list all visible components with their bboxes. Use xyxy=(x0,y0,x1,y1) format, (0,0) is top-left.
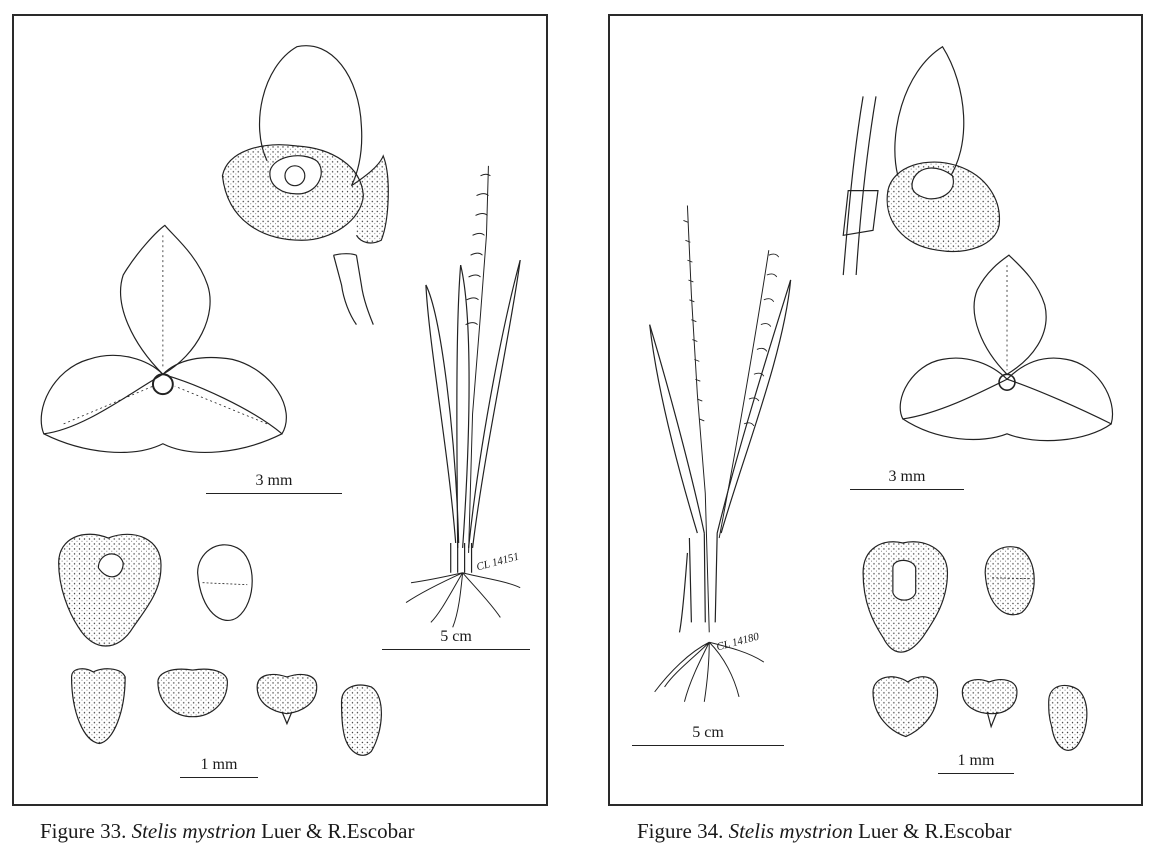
species-authority: Luer & R.Escobar xyxy=(261,819,415,843)
figure-33-illustration xyxy=(40,45,521,756)
scale-bar-1mm: 1 mm xyxy=(938,752,1014,774)
scale-label: 5 cm xyxy=(440,628,472,645)
whole-plant xyxy=(649,205,792,702)
scale-label: 1 mm xyxy=(200,756,238,773)
scale-label: 1 mm xyxy=(957,752,995,769)
scale-line xyxy=(180,777,258,778)
scale-line xyxy=(206,493,342,494)
figure-33-caption: Figure 33. Stelis mystrion Luer & R.Esco… xyxy=(40,818,530,844)
column-lip-detail xyxy=(58,533,253,647)
species-name: Stelis mystrion xyxy=(728,819,853,843)
figure-34-caption: Figure 34. Stelis mystrion Luer & R.Esco… xyxy=(637,818,1127,844)
scale-bar-5cm: 5 cm xyxy=(632,724,784,746)
scale-line xyxy=(850,489,964,490)
figure-label: Figure 34. xyxy=(637,819,724,843)
figure-label: Figure 33. xyxy=(40,819,127,843)
species-name: Stelis mystrion xyxy=(131,819,256,843)
flower-side-view xyxy=(221,45,389,325)
figure-34-illustration xyxy=(649,45,1114,751)
figure-33-plate: 3 mm 5 cm 1 mm CL 14151 xyxy=(12,14,548,806)
figure-34-plate: 3 mm 5 cm 1 mm CL 14180 xyxy=(608,14,1143,806)
sepals-spread xyxy=(40,224,287,453)
column-lip-detail xyxy=(862,541,1035,653)
scale-label: 5 cm xyxy=(692,724,724,741)
lip-views xyxy=(872,676,1088,751)
scale-line xyxy=(938,773,1014,774)
scale-line xyxy=(632,745,784,746)
scale-bar-5cm: 5 cm xyxy=(382,628,530,650)
species-authority: Luer & R.Escobar xyxy=(858,819,1012,843)
sepals-spread xyxy=(899,254,1114,442)
scale-label: 3 mm xyxy=(255,472,293,489)
scale-line xyxy=(382,649,530,650)
lip-views xyxy=(70,668,382,756)
whole-plant xyxy=(405,165,521,628)
flower-on-stem xyxy=(842,45,1001,276)
scale-label: 3 mm xyxy=(888,468,926,485)
scale-bar-3mm: 3 mm xyxy=(206,472,342,494)
scale-bar-1mm: 1 mm xyxy=(180,756,258,778)
scale-bar-3mm: 3 mm xyxy=(850,468,964,490)
